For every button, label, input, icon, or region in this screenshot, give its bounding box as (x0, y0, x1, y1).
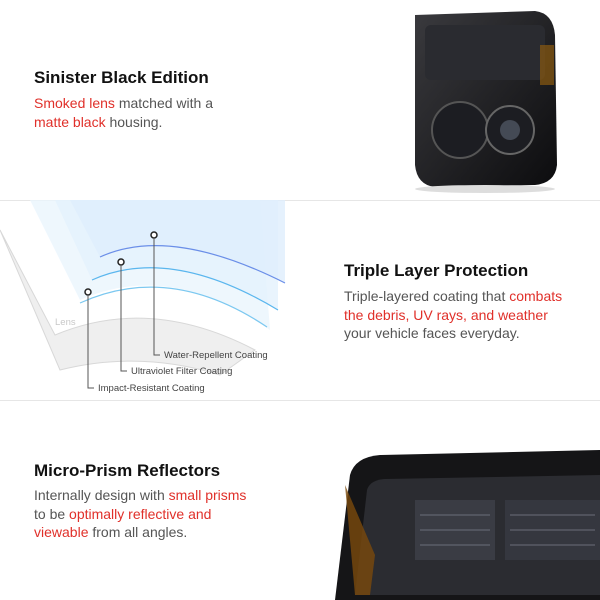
highlight-text: matte black (34, 113, 106, 130)
section-sinister-black: Sinister Black Edition Smoked lens match… (0, 0, 600, 200)
lens-layer (0, 229, 256, 376)
section-body: Internally design with small prisms to b… (34, 486, 259, 542)
coating-diagram: Lens Water-Repellent Coating Ultraviolet… (0, 200, 286, 394)
body-text: Triple-layered coating that (344, 288, 510, 304)
highlight-text: optimally reflective and viewable (34, 505, 212, 541)
body-text: your vehicle faces everyday. (344, 325, 520, 341)
headlight-front-image (415, 11, 557, 193)
section-body: Triple-layered coating that combats the … (344, 287, 576, 343)
layer-label: Impact-Resistant Coating (98, 383, 205, 394)
section-body: Smoked lens matched with a matte black h… (34, 94, 224, 131)
layer-label: Water-Repellent Coating (164, 350, 268, 361)
layer-label: Ultraviolet Filter Coating (131, 366, 232, 377)
body-text: from all angles. (88, 524, 188, 540)
section-micro-prism: Micro-Prism Reflectors Internally design… (0, 400, 600, 600)
body-text: housing. (105, 113, 163, 130)
lens-label: Lens (55, 317, 76, 328)
highlight-text: small prisms (168, 487, 247, 503)
body-text: to be (34, 505, 70, 522)
section-triple-layer: Lens Water-Repellent Coating Ultraviolet… (0, 200, 600, 400)
headlight-closeup-image (335, 450, 600, 600)
section-title: Sinister Black Edition (34, 68, 209, 87)
body-text: Internally design with (34, 487, 169, 503)
divider (0, 200, 600, 201)
body-text: matched with a (114, 95, 213, 111)
highlight-text: Smoked lens (34, 95, 115, 111)
divider (0, 400, 600, 401)
highlight-text: combats the debris, UV rays, and weather (344, 288, 563, 323)
section-title: Micro-Prism Reflectors (34, 461, 221, 480)
section-title: Triple Layer Protection (344, 261, 529, 280)
